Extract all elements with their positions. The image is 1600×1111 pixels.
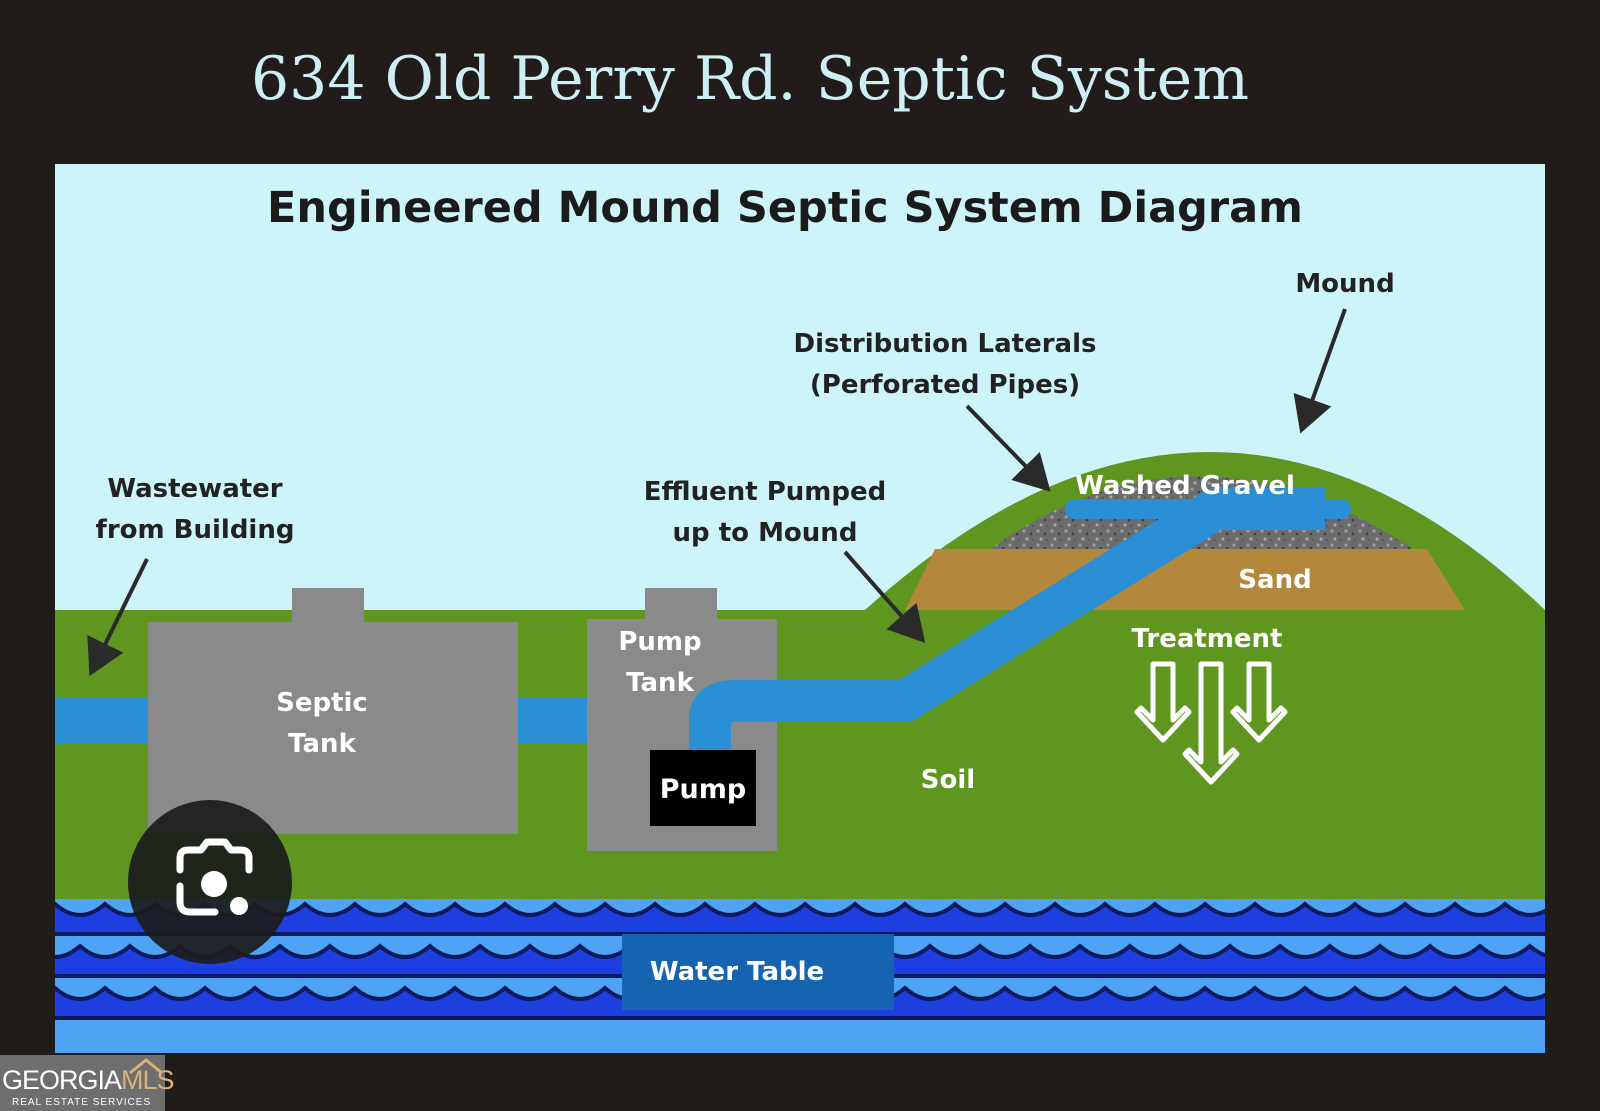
effluent-arrow [843,550,926,643]
roof-logo-icon [129,1058,163,1075]
mls-subtitle: REAL ESTATE SERVICES [12,1097,152,1108]
distribution-label-line1: Distribution Laterals [794,329,1097,359]
wastewater-arrow [87,558,149,677]
visual-search-icon[interactable] [128,800,292,964]
septic-to-pump-pipe [505,697,605,743]
distribution-label-line2: (Perforated Pipes) [810,370,1080,400]
septic-diagram: Engineered Mound Septic System Diagram M… [55,164,1545,1053]
effluent-label-line2: up to Mound [673,518,858,548]
sand-layer [905,549,1465,610]
mls-brand-left: GEORGIA [2,1065,122,1095]
septic-tank [148,588,518,834]
effluent-label-line1: Effluent Pumped [644,477,886,507]
distribution-arrow [965,404,1051,492]
mound-label: Mound [1295,269,1394,299]
georgia-mls-watermark: GEORGIAMLS REAL ESTATE SERVICES [0,1055,175,1111]
inlet-pipe [55,697,150,743]
water-table-box [622,934,894,1010]
diagram-title: Engineered Mound Septic System Diagram [267,183,1303,233]
pump-riser-pipe [689,680,780,754]
septic-tank-label-line2: Tank [288,729,356,759]
pump-tank-label-line1: Pump [618,627,701,657]
washed-gravel-label: Washed Gravel [1075,471,1295,501]
pump-label: Pump [660,774,746,805]
pump-box [650,750,756,826]
page-title: 634 Old Perry Rd. Septic System [251,44,1249,114]
treatment-arrows-icon [1134,661,1288,785]
septic-tank-label-line1: Septic [276,688,368,718]
sand-label: Sand [1238,565,1311,595]
wastewater-label-line1: Wastewater [107,474,282,504]
mls-brand: GEORGIAMLS [2,1065,175,1096]
treatment-label: Treatment [1132,624,1283,654]
mls-brand-right: MLS [121,1065,175,1095]
water-table-label: Water Table [650,957,824,987]
mound-arrow [1293,308,1347,434]
wastewater-label-line2: from Building [96,515,295,545]
soil-label: Soil [921,765,975,795]
pump-tank-label-line2: Tank [626,668,694,698]
